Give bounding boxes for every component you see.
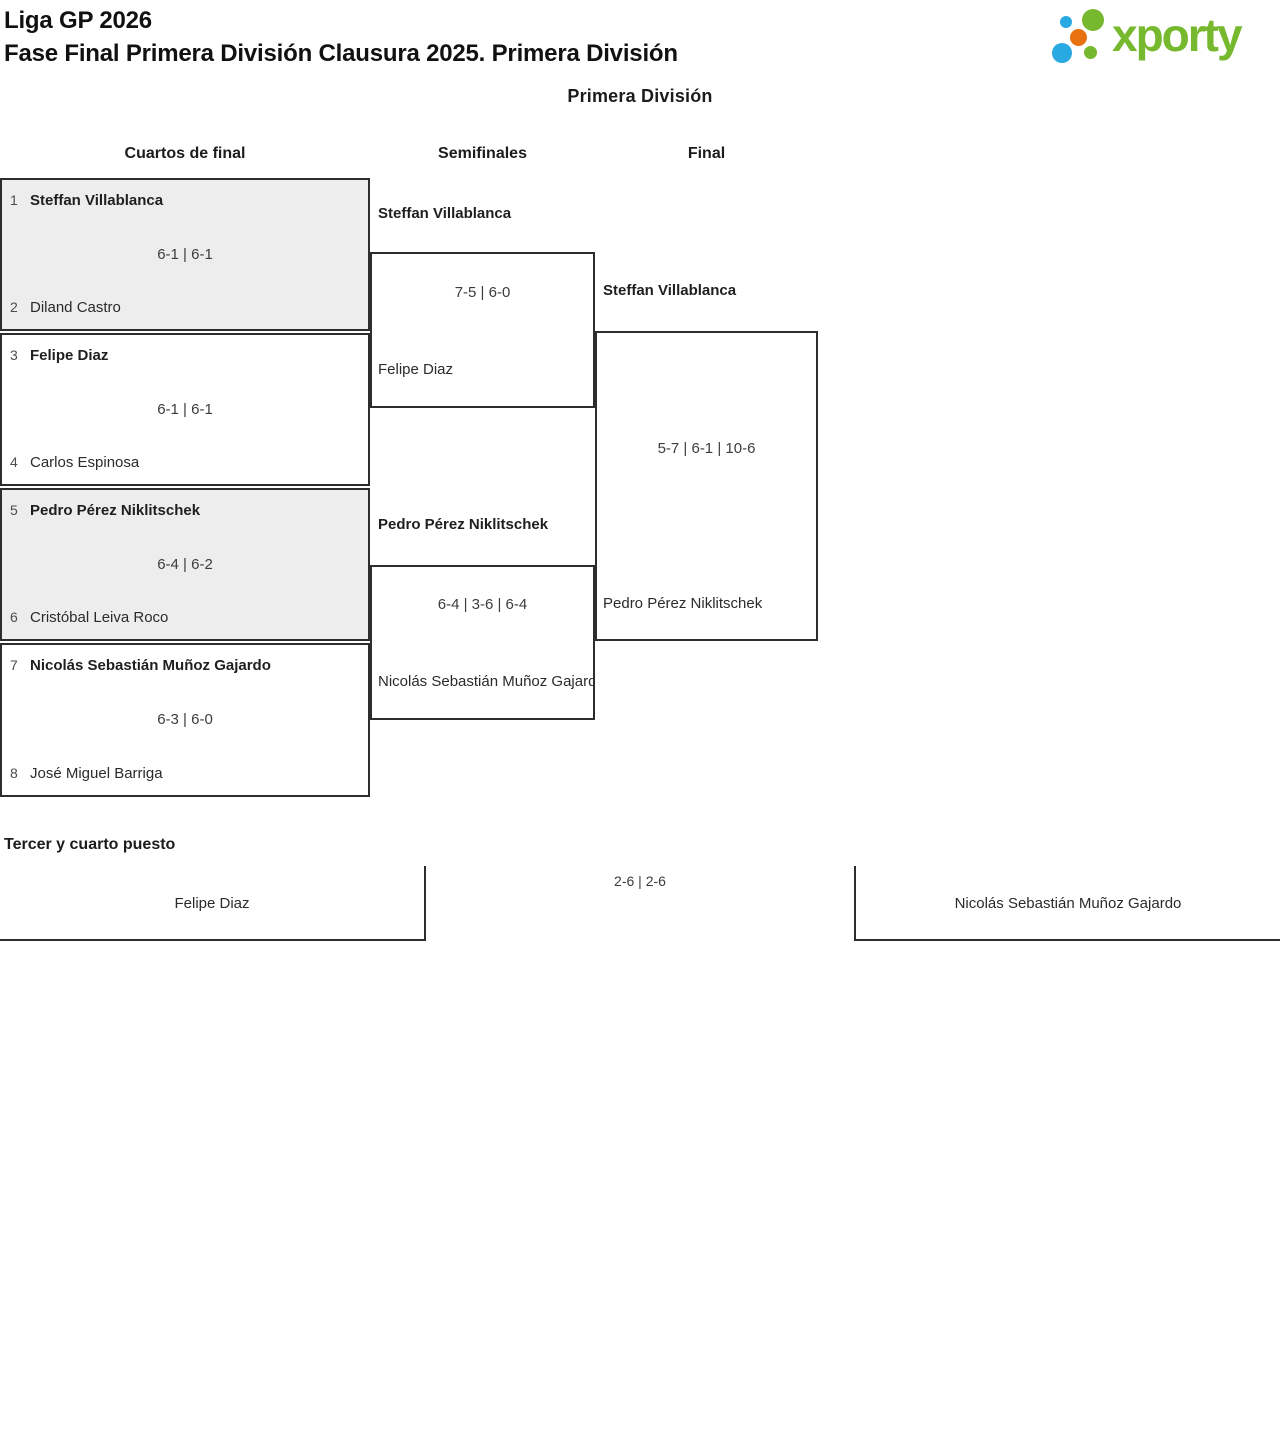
match-score: 6-1 | 6-1 [157,245,213,263]
player-name: Nicolás Sebastián Muñoz Gajardo [30,657,271,674]
match-final-box [595,331,818,641]
match-semifinal-1-box [370,252,595,408]
seed-number: 3 [10,347,18,363]
match-quarterfinal-1: 1 Steffan Villablanca 6-1 | 6-1 2 Diland… [0,178,370,331]
match-semifinal-2-box [370,565,595,720]
seed-number: 5 [10,502,18,518]
seed-number: 1 [10,192,18,208]
third-place-heading: Tercer y cuarto puesto [4,836,176,853]
final-loser: Pedro Pérez Niklitschek [603,595,763,612]
seed-number: 6 [10,609,18,625]
xporty-logo[interactable]: xporty [1048,0,1276,72]
seed-number: 8 [10,765,18,781]
player-name: Steffan Villablanca [30,192,164,209]
match-score: 6-4 | 6-2 [157,555,213,573]
player-row: 4 Carlos Espinosa [2,454,368,471]
player-row: 3 Felipe Diaz [2,347,368,364]
match-quarterfinal-3: 5 Pedro Pérez Niklitschek 6-4 | 6-2 6 Cr… [0,488,370,641]
logo-dot-icon [1082,9,1104,31]
tournament-title: Liga GP 2026 [4,7,152,34]
player-name: Pedro Pérez Niklitschek [30,502,201,519]
player-row: 8 José Miguel Barriga [2,765,368,782]
page-title-block: Liga GP 2026 Fase Final Primera División… [4,4,678,70]
third-place-right-box: Nicolás Sebastián Muñoz Gajardo [854,866,1280,941]
player-name: Carlos Espinosa [30,454,140,471]
phase-title: Fase Final Primera División Clausura 202… [4,40,678,67]
seed-number: 4 [10,454,18,470]
logo-dot-icon [1070,29,1087,46]
final-winner: Steffan Villablanca [603,282,737,299]
match-score: 6-3 | 6-0 [157,711,213,728]
semifinal-1-score: 7-5 | 6-0 [454,284,511,301]
player-row: 5 Pedro Pérez Niklitschek [2,502,368,519]
third-place-left-box: Felipe Diaz [0,866,426,941]
division-label: Primera División [567,86,713,106]
semifinal-2-loser: Nicolás Sebastián Muñoz Gajardo [378,673,594,690]
semifinal-2-score: 6-4 | 3-6 | 6-4 [437,596,528,613]
seed-number: 7 [10,657,18,673]
round-header-final: Final [687,145,726,162]
semifinal-1-loser: Felipe Diaz [378,361,454,378]
logo-dot-icon [1060,16,1072,28]
logo-wordmark: xporty [1112,9,1243,61]
third-place-score: 2-6 | 2-6 [614,873,666,889]
player-row: 7 Nicolás Sebastián Muñoz Gajardo [2,657,368,674]
round-header-semifinals: Semifinales [438,145,527,162]
match-quarterfinal-4: 7 Nicolás Sebastián Muñoz Gajardo 6-3 | … [0,643,370,797]
semifinal-2-winner: Pedro Pérez Niklitschek [378,516,549,533]
player-name: Diland Castro [30,299,121,316]
logo-dot-icon [1052,43,1072,63]
seed-number: 2 [10,299,18,315]
player-row: 6 Cristóbal Leiva Roco [2,609,368,626]
semifinal-1-winner: Steffan Villablanca [378,205,512,222]
third-place-right-player: Nicolás Sebastián Muñoz Gajardo [954,895,1182,912]
final-score: 5-7 | 6-1 | 10-6 [657,440,756,457]
logo-dot-icon [1084,46,1097,59]
player-row: 1 Steffan Villablanca [2,192,368,209]
round-header-quarterfinals: Cuartos de final [124,145,246,162]
player-name: Felipe Diaz [30,347,109,364]
third-place-left-player: Felipe Diaz [174,895,250,912]
match-score: 6-1 | 6-1 [157,400,213,418]
player-row: 2 Diland Castro [2,299,368,316]
player-name: Cristóbal Leiva Roco [30,609,169,626]
match-quarterfinal-2: 3 Felipe Diaz 6-1 | 6-1 4 Carlos Espinos… [0,333,370,486]
player-name: José Miguel Barriga [30,765,163,782]
